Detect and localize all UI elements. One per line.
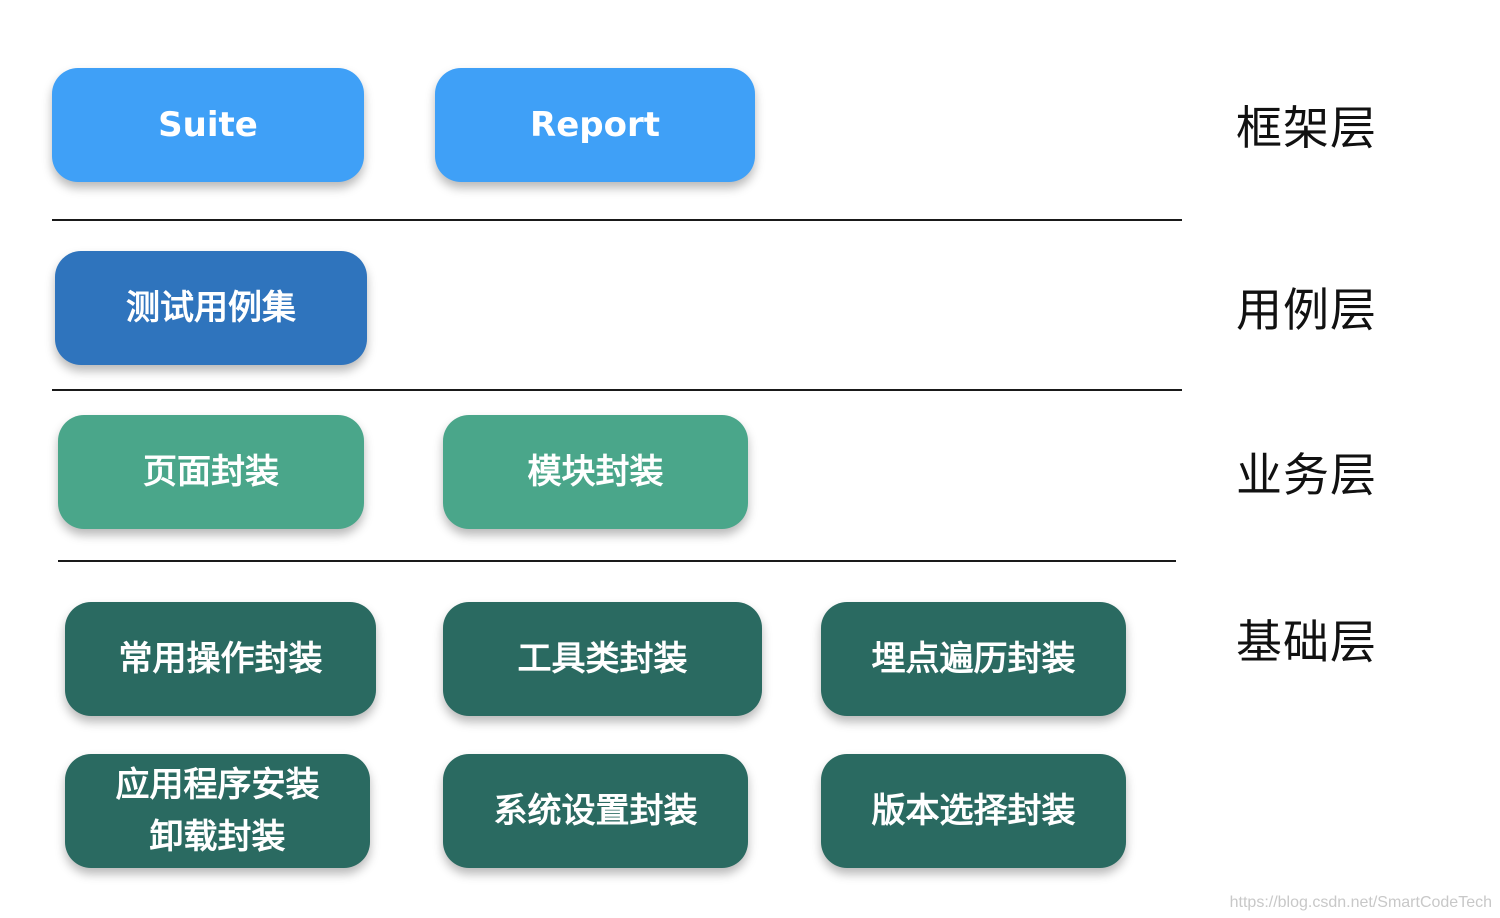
divider-testcase-business (52, 389, 1182, 391)
report-box: Report (435, 68, 755, 182)
version-select-label: 版本选择封装 (871, 791, 1076, 831)
app-install-box: 应用程序安装 卸载封装 (65, 754, 370, 868)
app-install-label: 应用程序安装 卸载封装 (115, 765, 320, 857)
common-ops-label: 常用操作封装 (118, 639, 323, 679)
base-layer-label: 基础层 (1236, 615, 1377, 669)
page-wrapper-label: 页面封装 (143, 452, 279, 492)
divider-framework-testcase (52, 219, 1182, 221)
framework-layer-label: 框架层 (1236, 101, 1377, 155)
version-select-box: 版本选择封装 (821, 754, 1126, 868)
testcase-layer-label: 用例层 (1236, 283, 1377, 337)
suite-label: Suite (158, 105, 258, 145)
divider-business-base (58, 560, 1176, 562)
test-suite-box: 测试用例集 (55, 251, 367, 365)
utility-label: 工具类封装 (517, 639, 688, 679)
system-settings-label: 系统设置封装 (493, 791, 698, 831)
watermark: https://blog.csdn.net/SmartCodeTech (1229, 894, 1492, 911)
tracking-traverse-label: 埋点遍历封装 (871, 639, 1076, 679)
utility-box: 工具类封装 (443, 602, 762, 716)
tracking-traverse-box: 埋点遍历封装 (821, 602, 1126, 716)
suite-box: Suite (52, 68, 364, 182)
system-settings-box: 系统设置封装 (443, 754, 748, 868)
report-label: Report (530, 105, 660, 145)
module-wrapper-label: 模块封装 (527, 452, 664, 492)
business-layer-label: 业务层 (1236, 448, 1377, 502)
module-wrapper-box: 模块封装 (443, 415, 748, 529)
common-ops-box: 常用操作封装 (65, 602, 376, 716)
page-wrapper-box: 页面封装 (58, 415, 364, 529)
test-suite-label: 测试用例集 (126, 288, 296, 328)
